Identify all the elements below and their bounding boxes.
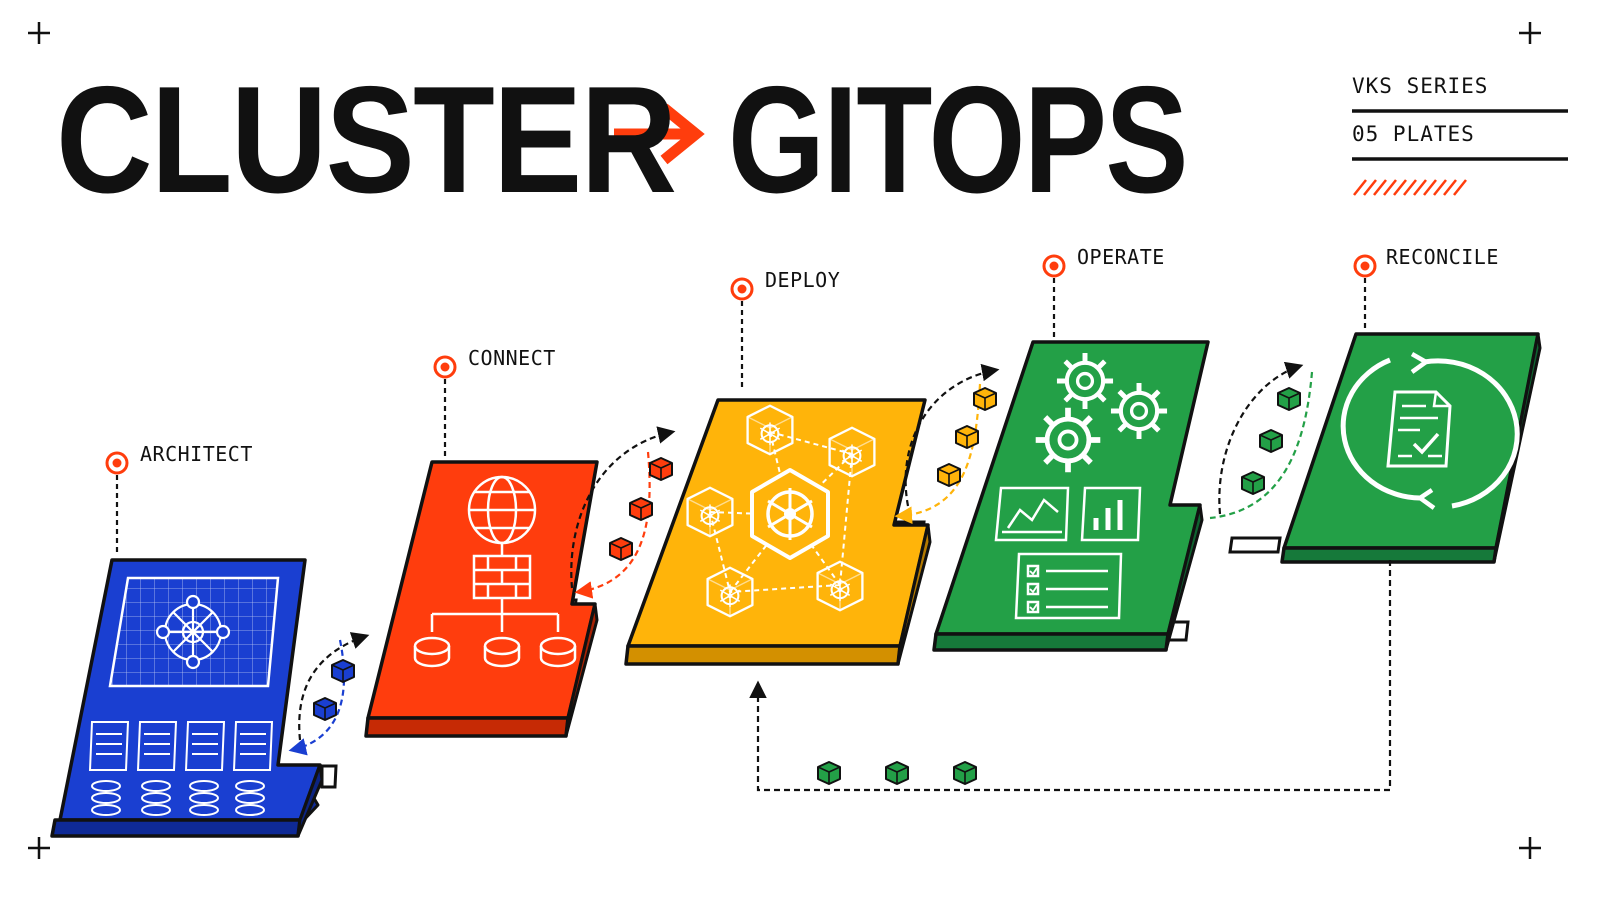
cube-yellow-1 xyxy=(973,387,997,411)
stage-label-operate: OPERATE xyxy=(1077,245,1165,269)
pin-reconcile xyxy=(1353,254,1377,332)
plate-reconcile xyxy=(1228,332,1542,564)
right-arrow-icon xyxy=(614,103,705,165)
cube-green-5 xyxy=(885,761,909,785)
blueprint-network-servers-icon xyxy=(88,576,280,816)
pin-deploy xyxy=(730,277,754,390)
plate-architect xyxy=(50,558,338,838)
stage-label-deploy: DEPLOY xyxy=(765,268,841,292)
sync-document-check-icon xyxy=(1340,352,1520,510)
globe-firewall-routers-icon xyxy=(413,475,577,668)
series-plate-count: 05 PLATES xyxy=(1352,122,1475,146)
pin-connect xyxy=(433,355,457,458)
cube-blue-1 xyxy=(331,659,355,683)
cube-green-4 xyxy=(817,761,841,785)
stage-pins xyxy=(105,254,1377,555)
cube-yellow-2 xyxy=(955,425,979,449)
cube-blue-2 xyxy=(313,697,337,721)
cube-green-6 xyxy=(953,761,977,785)
hatch-marks xyxy=(1353,179,1467,196)
title-left-word: CLUSTER xyxy=(56,55,677,225)
stage-label-reconcile: RECONCILE xyxy=(1386,245,1499,269)
series-panel xyxy=(1352,109,1568,196)
cube-green-1 xyxy=(1277,387,1301,411)
stage-label-architect: ARCHITECT xyxy=(140,442,253,466)
plate-operate xyxy=(932,340,1210,652)
cube-yellow-3 xyxy=(937,463,961,487)
pin-architect xyxy=(105,451,129,555)
cube-green-3 xyxy=(1241,471,1265,495)
corner-marks xyxy=(28,22,1541,859)
gears-dashboard-checklist-icon xyxy=(994,353,1167,620)
plate-connect xyxy=(364,460,599,738)
connectors xyxy=(288,361,1392,792)
cube-red-3 xyxy=(609,537,633,561)
plate-deploy xyxy=(624,398,932,666)
cube-red-2 xyxy=(629,497,653,521)
kubernetes-pods-icon xyxy=(686,404,876,618)
series-name: VKS SERIES xyxy=(1352,74,1489,98)
cube-red-1 xyxy=(649,457,673,481)
stage-label-connect: CONNECT xyxy=(468,346,556,370)
title-right-word: GITOPS xyxy=(728,55,1188,225)
pin-operate xyxy=(1042,254,1066,340)
cube-green-2 xyxy=(1259,429,1283,453)
